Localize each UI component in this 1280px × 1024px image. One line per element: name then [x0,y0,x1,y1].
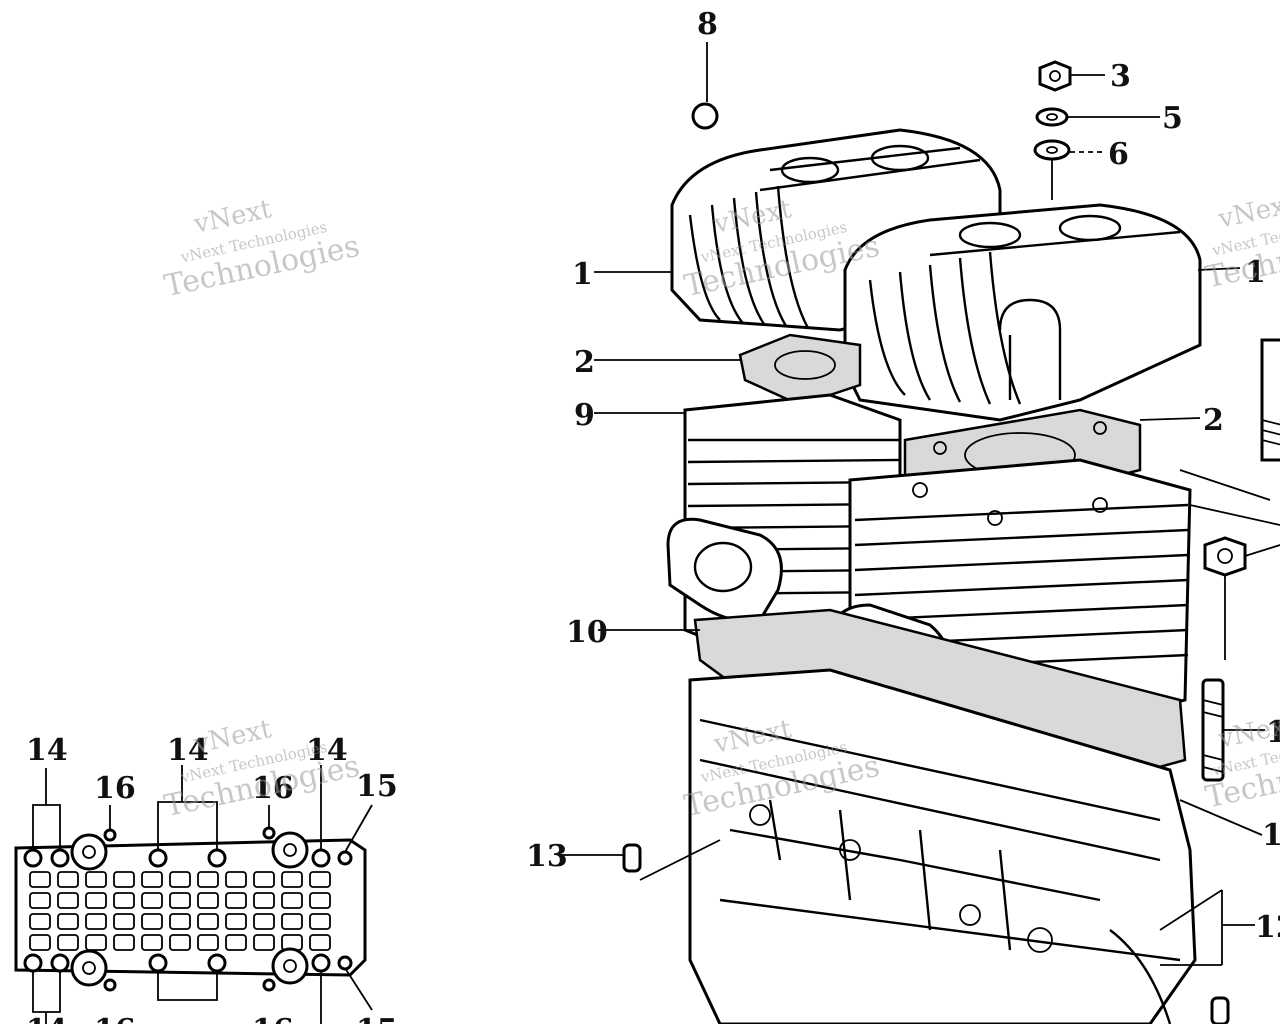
inset-rib-cell [85,871,107,888]
callout-6: 6 [1108,137,1129,172]
nut-part-3 [1038,60,1072,92]
inset-rib-cell [141,913,163,930]
stud-part-11 [1201,678,1225,782]
callout-1-left: 1 [572,257,593,292]
inset-rib-cell [29,913,51,930]
inset-rib-cell [281,913,303,930]
cylinder-head-right [843,203,1202,422]
inset-rib-cell [169,934,191,951]
inset-rib-cell [309,892,331,909]
inset-rib-cell [29,892,51,909]
inset-rib-cell [309,913,331,930]
inset-rib-cell [169,913,191,930]
inset-crankcase-top-view [14,765,373,1024]
callout-1-right: 1 [1245,255,1266,290]
dowel-part-13 [622,843,642,873]
crankcase [688,668,1197,1024]
callout-11-partial: 1 [1266,715,1280,750]
inset-rib-cell [57,934,79,951]
callout-16-partial: 1 [1262,818,1280,853]
inset-rib-cell [281,871,303,888]
inset-rib-cell [113,871,135,888]
callout-12-partial: 12 [1255,910,1280,945]
inset-callout-14-d: 14 [26,1013,68,1024]
inset-rib-cell [57,871,79,888]
inset-rib-cell [169,892,191,909]
cap-part-8 [691,102,719,130]
inset-rib-cell [113,913,135,930]
inset-rib-cell [29,934,51,951]
callout-10: 10 [566,615,608,650]
inset-callout-16-a: 16 [94,771,136,806]
inset-rib-cell [85,934,107,951]
inset-rib-cell [309,871,331,888]
inset-rib-cell [141,871,163,888]
callout-5: 5 [1162,101,1183,136]
inset-rib-cell [281,892,303,909]
callout-8: 8 [697,7,718,42]
head-gasket-left [738,333,862,407]
inset-rib-cell [225,871,247,888]
callout-2-right: 2 [1203,403,1224,438]
inset-rib-cell [253,871,275,888]
inset-rib-cell [29,871,51,888]
inset-rib-cell [197,934,219,951]
inset-rib-cell [225,913,247,930]
inset-rib-cell [113,934,135,951]
callout-3: 3 [1110,59,1131,94]
inset-callout-15-a: 15 [356,769,398,804]
inset-rib-cell [309,934,331,951]
inset-rib-cell [141,892,163,909]
flange-nut [1203,536,1247,577]
inset-callout-14-a: 14 [26,733,68,768]
inset-callout-15-b: 15 [356,1013,398,1024]
inset-rib-cell [85,892,107,909]
inset-rib-cell [57,892,79,909]
inset-rib-grid [29,871,331,951]
inset-rib-cell [253,934,275,951]
inset-rib-cell [197,892,219,909]
inset-rib-cell [253,892,275,909]
inset-rib-cell [197,913,219,930]
inset-rib-cell [85,913,107,930]
svg-text:vNext: vNext [1215,189,1280,235]
washer-part-6 [1033,139,1071,161]
inset-rib-cell [169,871,191,888]
inset-rib-cell [197,871,219,888]
inset-rib-cell [141,934,163,951]
inset-rib-cell [225,892,247,909]
callout-13: 13 [526,839,568,874]
inset-callout-16-b: 16 [252,771,294,806]
inset-callout-14-b: 14 [167,733,209,768]
inset-callout-16-c: 16 [94,1013,136,1024]
dowel-bottom-right [1210,996,1230,1024]
leader-lines [560,42,1280,966]
inset-callout-16-d: 16 [252,1013,294,1024]
watermark-1: vNext vNext Technologies Technologies [161,194,362,304]
inset-rib-cell [253,913,275,930]
inset-callout-14-c: 14 [306,733,348,768]
stud-bolt [1260,338,1280,462]
inset-rib-cell [113,892,135,909]
watermark-3: vNext vNext Technologies Technologies [1202,189,1280,296]
inset-rib-cell [57,913,79,930]
callout-9: 9 [574,398,595,433]
washer-part-5 [1035,107,1069,127]
callout-2-left: 2 [574,345,595,380]
inset-rib-cell [225,934,247,951]
